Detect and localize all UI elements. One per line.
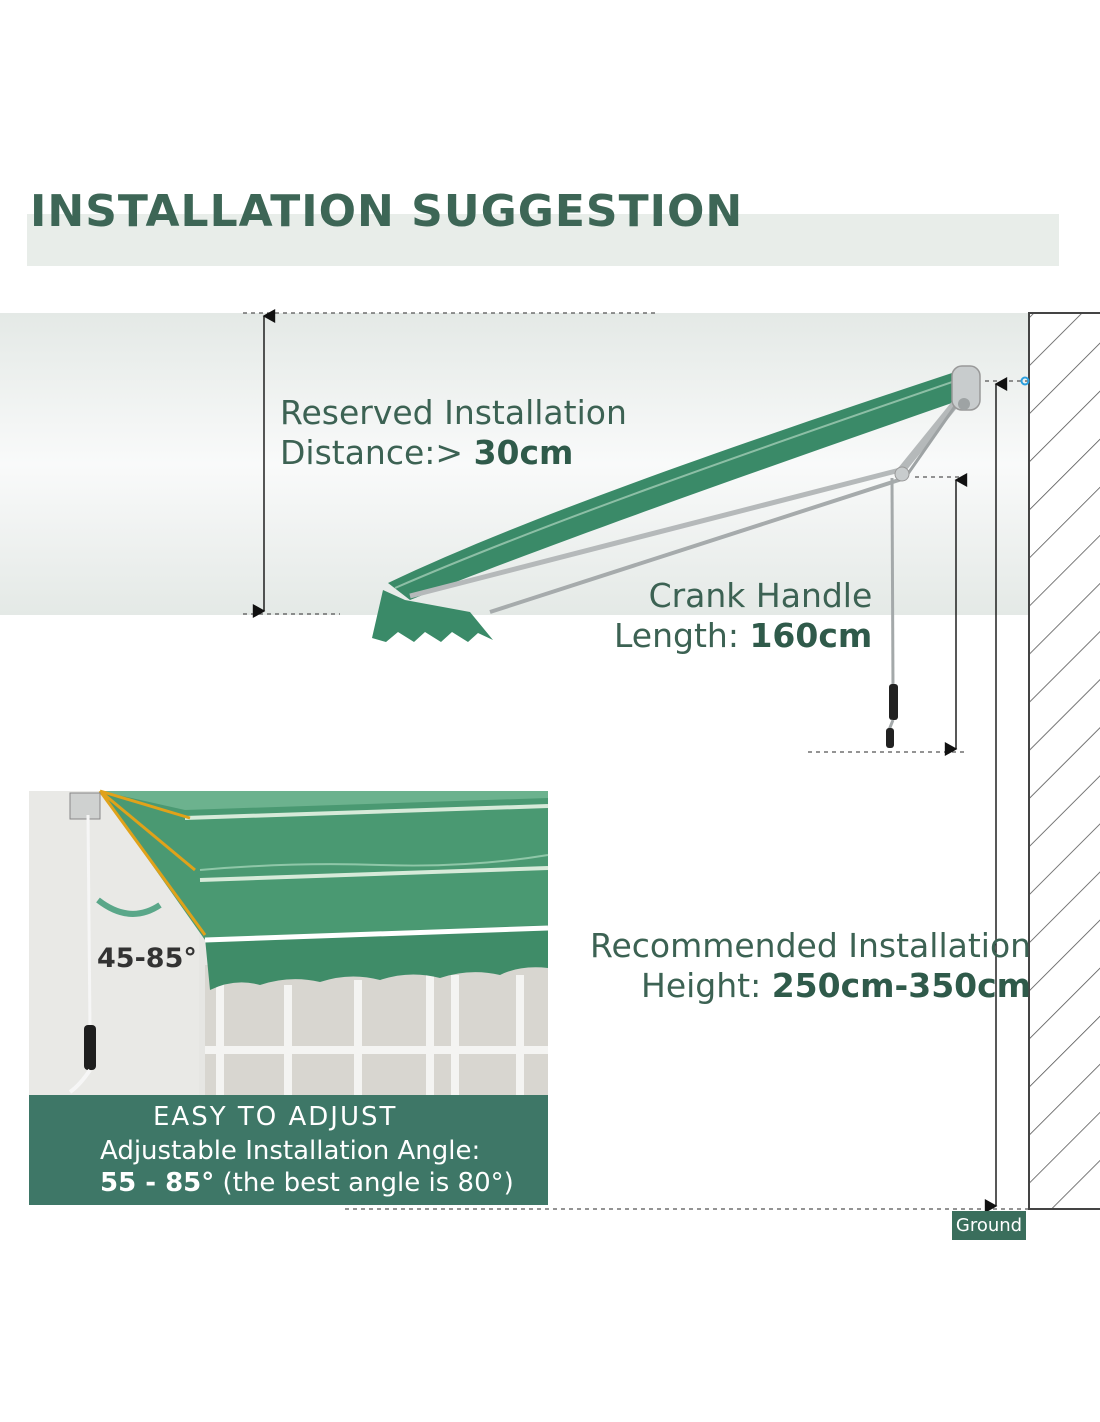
caption-note: (the best angle is 80°)	[214, 1168, 514, 1198]
crank-length-value: 160cm	[749, 616, 873, 655]
inset-illustration	[29, 789, 549, 1095]
reserved-distance-label: Reserved Installation Distance:> 30cm	[280, 393, 627, 473]
crank-handle-label: Crank Handle Length: 160cm	[614, 576, 872, 656]
angle-range-label: 45-85°	[97, 943, 197, 974]
awning-illustration	[372, 365, 981, 748]
dimension-arrows	[252, 309, 1008, 1213]
page-title: INSTALLATION SUGGESTION	[30, 186, 744, 237]
installation-height-value: 250cm-350cm	[771, 966, 1032, 1005]
inset-panel: 45-85°	[29, 791, 548, 1205]
mount-point-marker	[1020, 376, 1030, 386]
crank-label-line2: Length:	[614, 616, 750, 655]
reserved-distance-band	[0, 313, 1030, 615]
reserved-label-line2: Distance:>	[280, 433, 474, 472]
caption-angle-value: 55 - 85°	[100, 1168, 215, 1198]
title-background-bar	[27, 214, 1059, 266]
inset-caption: EASY TO ADJUST Adjustable Installation A…	[29, 1095, 548, 1205]
caption-line2: 55 - 85° (the best angle is 80°)	[100, 1168, 514, 1198]
height-label-line1: Recommended Installation	[590, 926, 1032, 965]
reserved-distance-value: 30cm	[473, 433, 574, 472]
crank-label-line1: Crank Handle	[648, 576, 873, 615]
ground-badge: Ground	[952, 1211, 1026, 1240]
installation-height-label: Recommended Installation Height: 250cm-3…	[590, 926, 1031, 1006]
caption-line1: Adjustable Installation Angle:	[100, 1136, 481, 1166]
wall	[1028, 312, 1100, 1210]
reserved-label-line1: Reserved Installation	[280, 393, 627, 432]
height-label-line2: Height:	[641, 966, 772, 1005]
caption-title: EASY TO ADJUST	[153, 1102, 398, 1132]
